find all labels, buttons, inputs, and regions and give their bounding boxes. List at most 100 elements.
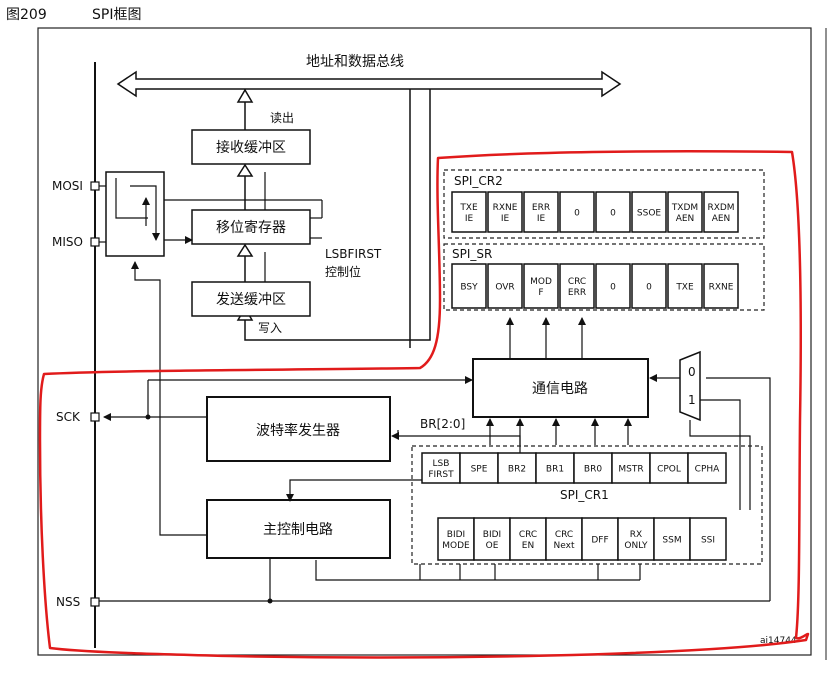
cr1-row2-cell-1-text-0: BIDI <box>483 530 501 540</box>
miso-pin <box>90 237 100 247</box>
cr2-cell-0-text-1: IE <box>465 214 474 224</box>
switch-path-b <box>130 185 160 241</box>
shift-to-rx-arrowhead <box>236 163 254 177</box>
ss-multiplexer <box>679 350 701 422</box>
nss-to-mux <box>706 377 771 601</box>
sr-cell-7 <box>703 263 739 309</box>
cr1-row2-cell-7-text-0: SSI <box>701 536 715 546</box>
figure-number: 图209 <box>6 7 47 23</box>
master-control-label: 主控制电路 <box>263 522 333 538</box>
read-label: 读出 <box>270 111 294 125</box>
nss-pin <box>90 597 100 607</box>
cr2-cell-5 <box>631 191 667 233</box>
cr2-cell-2-text-0: ERR <box>532 203 550 213</box>
sr-cell-2 <box>523 263 559 309</box>
sr-cell-0 <box>451 263 487 309</box>
master-control-box <box>206 499 391 559</box>
sr-cell-4-text-0: 0 <box>610 283 616 293</box>
cr1-row2-cell-2-text-1: EN <box>522 541 534 551</box>
cr1-row2-cell-0 <box>437 517 475 561</box>
cr1-row1-cell-2-text-0: BR2 <box>508 465 526 475</box>
cr1-row2-cell-6-text-0: SSM <box>662 536 681 546</box>
sr-cell-3 <box>559 263 595 309</box>
switch-path-a <box>115 178 148 219</box>
cr1-row1-cell-1-text-0: SPE <box>471 465 488 475</box>
sck-pin-label: SCK <box>56 410 81 424</box>
cr2-cell-1-text-0: RXNE <box>493 203 518 213</box>
cr2-cell-4-text-0: 0 <box>610 209 616 219</box>
cr1-row2-cell-6 <box>653 517 691 561</box>
sr-cell-6 <box>667 263 703 309</box>
sr-group <box>443 243 765 311</box>
cr1-row2-cell-0-text-0: BIDI <box>447 530 465 540</box>
cr2-cell-0-text-0: TXE <box>459 203 478 213</box>
cr1-row1-cell-0-text-1: FIRST <box>428 470 454 480</box>
mux-input-0: 0 <box>688 365 696 379</box>
cr1-row1-cell-7-text-0: CPHA <box>695 465 720 475</box>
cr2-name: SPI_CR2 <box>454 174 503 188</box>
tx-buffer-box <box>191 281 311 317</box>
cr1-row2-cell-4-text-0: DFF <box>591 536 608 546</box>
master-to-switch <box>131 261 207 536</box>
bus-label: 地址和数据总线 <box>306 54 404 70</box>
cr1-row2-cell-1 <box>473 517 511 561</box>
cr1-row1-cell-3 <box>535 452 575 484</box>
cr1-row1-cell-3-text-0: BR1 <box>546 465 564 475</box>
cr2-cell-7 <box>703 191 739 233</box>
cr2-cell-7-text-0: RXDM <box>707 203 734 213</box>
sr-name: SPI_SR <box>452 247 492 261</box>
cr1-row1-cell-2 <box>497 452 537 484</box>
cr2-cell-2-text-1: IE <box>537 214 546 224</box>
sr-cell-2-text-0: MOD <box>530 277 552 287</box>
cr2-cell-5-text-0: SSOE <box>637 209 662 219</box>
cr1-group <box>411 445 763 565</box>
sr-cell-0-text-0: BSY <box>460 283 478 293</box>
write-label: 写入 <box>258 321 282 335</box>
comm-circuit-label: 通信电路 <box>532 381 588 397</box>
write-path <box>244 89 431 341</box>
cr1-row2-cell-1-text-1: OE <box>486 541 499 551</box>
cr2-cell-6-text-1: AEN <box>676 214 695 224</box>
cr1-row2-cell-5-text-0: RX <box>630 530 642 540</box>
sr-cell-5-text-0: 0 <box>646 283 652 293</box>
rx-buffer-box <box>191 129 311 165</box>
lsbfirst-label-2: 控制位 <box>325 264 361 279</box>
cr1-row2-cell-7 <box>689 517 727 561</box>
cr2-cell-6-text-0: TXDM <box>671 203 698 213</box>
rx-buffer-label: 接收缓冲区 <box>216 139 286 156</box>
cr1-row2-cell-3-text-1: Next <box>554 541 575 551</box>
cr2-group <box>443 169 765 239</box>
mux-input-1: 1 <box>688 393 696 407</box>
shift-register-box <box>191 209 311 245</box>
cr2-cell-1-text-1: IE <box>501 214 510 224</box>
cr2-cell-3 <box>559 191 595 233</box>
tx-to-shift-arrowhead <box>236 243 254 257</box>
figure-frame <box>37 27 812 656</box>
cr2-cell-4 <box>595 191 631 233</box>
cr1-row2-cell-3 <box>545 517 583 561</box>
cr2-cell-0 <box>451 191 487 233</box>
comm-circuit-box <box>472 358 649 418</box>
cr1-row1-cell-7 <box>687 452 727 484</box>
sr-cell-3-text-1: ERR <box>568 288 586 298</box>
cr1-row2-cell-3-text-0: CRC <box>555 530 573 540</box>
cr1-row2-cell-2-text-0: CRC <box>519 530 537 540</box>
sr-cell-3-text-0: CRC <box>568 277 586 287</box>
tx-buffer-label: 发送缓冲区 <box>216 292 286 308</box>
ssm-to-mux <box>689 420 751 510</box>
sr-cell-5 <box>631 263 667 309</box>
br-label: BR[2:0] <box>420 417 465 431</box>
miso-pin-label: MISO <box>52 235 83 249</box>
cr2-cell-3-text-0: 0 <box>574 209 580 219</box>
cr1-name: SPI_CR1 <box>560 488 609 502</box>
lsbfirst-label-1: LSBFIRST <box>325 247 382 261</box>
cr1-row2-cell-0-text-1: MODE <box>442 541 470 551</box>
ssi-to-mux <box>700 399 741 510</box>
sr-cell-4 <box>595 263 631 309</box>
cr1-row1-cell-4-text-0: BR0 <box>584 465 602 475</box>
